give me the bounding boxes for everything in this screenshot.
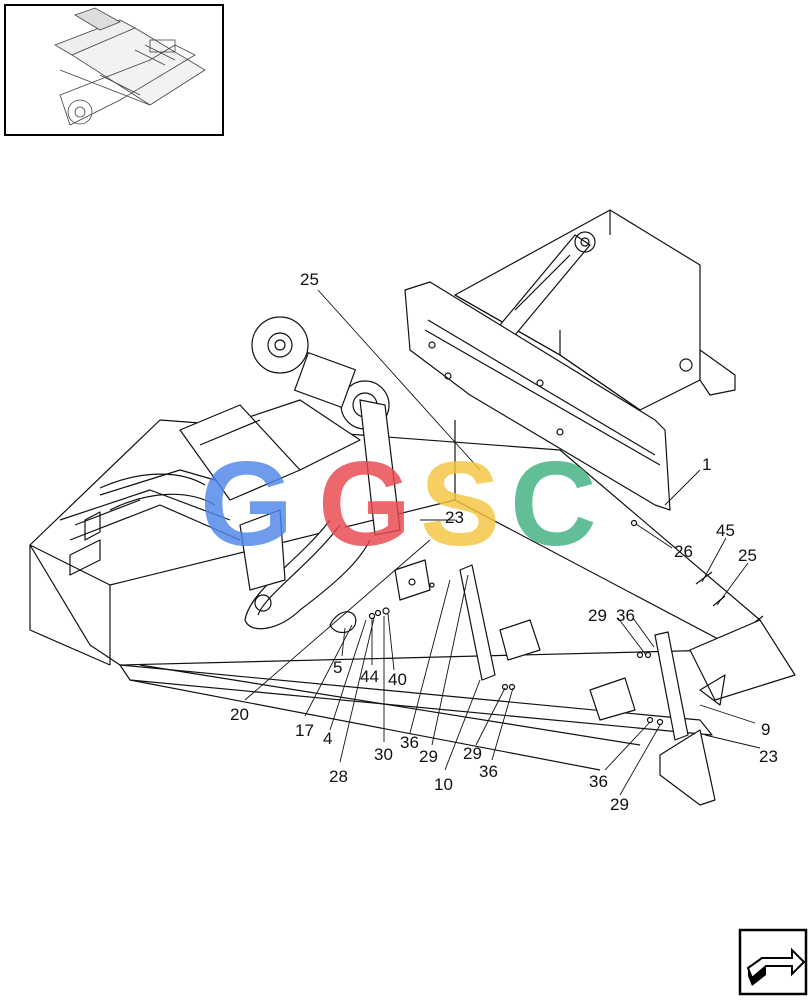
callout-4: 4 [323, 729, 332, 748]
callout-40: 40 [388, 670, 407, 689]
callout-36-bottom-2: 36 [479, 762, 498, 781]
callout-23-mid: 23 [445, 508, 464, 527]
watermark-letter-2: G [318, 437, 411, 571]
callout-29-bottom-2: 29 [463, 744, 482, 763]
watermark: G G S C [200, 437, 597, 571]
callout-20: 20 [230, 705, 249, 724]
callout-26: 26 [674, 542, 693, 561]
callout-36-lower: 36 [589, 772, 608, 791]
callout-30: 30 [374, 745, 393, 764]
callout-9: 9 [761, 720, 770, 739]
callout-36-right: 36 [616, 606, 635, 625]
callout-29-right: 29 [588, 606, 607, 625]
callout-25-right: 25 [738, 546, 757, 565]
callout-23-right: 23 [759, 747, 778, 766]
callout-labels: 25 1 45 25 26 23 29 36 9 23 36 29 5 44 4… [230, 270, 778, 814]
callout-44: 44 [360, 667, 379, 686]
callout-17: 17 [295, 721, 314, 740]
watermark-letter-4: C [510, 437, 597, 571]
watermark-letter-3: S [420, 437, 500, 571]
baler-frame-drawing [29, 209, 796, 806]
callout-29-bottom: 29 [419, 747, 438, 766]
callout-25-top: 25 [300, 270, 319, 289]
callout-5: 5 [333, 658, 342, 677]
watermark-letter-1: G [200, 437, 293, 571]
callout-29-lower: 29 [610, 795, 629, 814]
callout-10: 10 [434, 775, 453, 794]
callout-45: 45 [716, 521, 735, 540]
callout-36-bottom: 36 [400, 733, 419, 752]
leader-lines [244, 289, 761, 796]
callout-28: 28 [329, 767, 348, 786]
next-page-arrow-icon[interactable] [738, 928, 808, 996]
callout-1: 1 [702, 455, 711, 474]
machine-overview-icon [54, 7, 206, 126]
overview-thumbnail [4, 4, 224, 136]
